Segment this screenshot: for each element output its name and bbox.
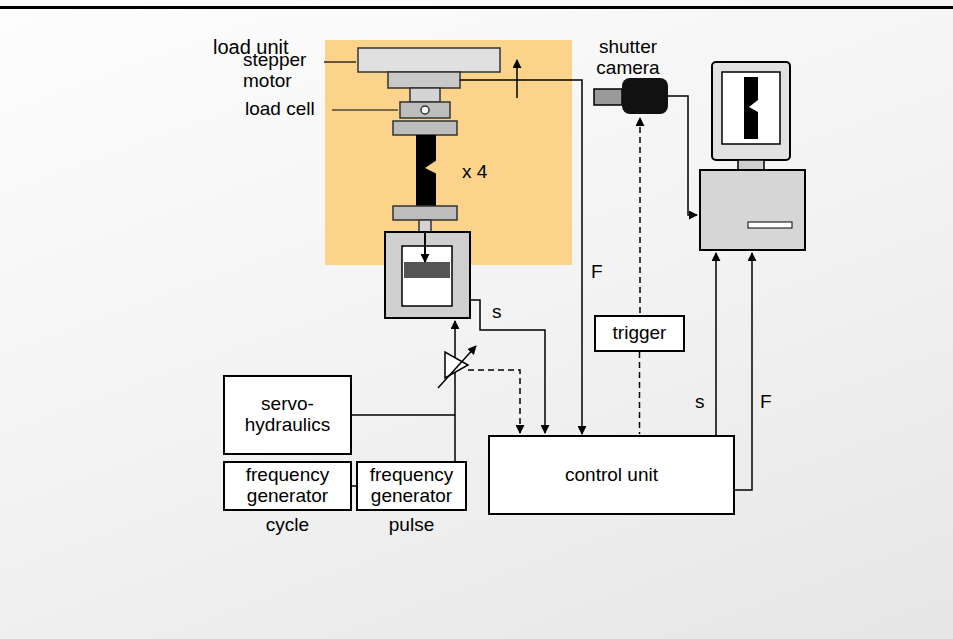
s-output (715, 253, 717, 435)
load-cell (393, 121, 457, 135)
shutter-camera (594, 89, 622, 105)
servo-valve-symbol (438, 346, 476, 388)
part-name: load cell (245, 99, 335, 120)
stepper-motor (388, 72, 460, 88)
control-box: control unit (488, 435, 735, 515)
hydraulic-cylinder (404, 262, 450, 278)
computer (744, 77, 758, 139)
part-name: stepper motor (243, 50, 323, 92)
motion-arrow (516, 60, 518, 98)
lower-grip (393, 206, 457, 220)
computer (700, 170, 805, 250)
valve-signal (468, 370, 520, 433)
servo-valve-symbol (445, 352, 468, 378)
specimen (416, 135, 436, 206)
servo-valve-symbol (438, 346, 476, 388)
box-label: trigger (613, 323, 667, 344)
hydraulic-cylinder (385, 232, 470, 318)
load-unit-panel: load unit (325, 40, 572, 265)
generator-box: frequency generatorcycle (223, 461, 352, 511)
signal-connector (572, 80, 582, 434)
servo-wire (347, 414, 455, 416)
pulse-wire (454, 321, 456, 462)
force-wire (460, 79, 572, 81)
top-rule (0, 6, 953, 9)
quantity-note: x 4 (462, 162, 502, 183)
f-output (735, 253, 752, 490)
load-cell (421, 106, 429, 114)
computer (722, 72, 780, 144)
stepper-motor (358, 48, 500, 72)
box-caption: cycle (205, 515, 370, 536)
hydraulic-cylinder (424, 232, 426, 262)
computer (749, 100, 758, 112)
part-name: shutter camera (588, 37, 668, 79)
box-label: frequency generator (225, 465, 350, 507)
computer (700, 62, 805, 250)
signal-name: F (591, 262, 603, 283)
leader-line (332, 109, 398, 110)
specimen (425, 160, 437, 174)
leader-line (324, 61, 356, 62)
box-label: control unit (565, 465, 658, 486)
box-label: frequency generator (358, 465, 465, 507)
box-label: servo- hydraulics (225, 394, 350, 436)
camera-signal (668, 96, 697, 215)
stepper-motor (410, 88, 440, 102)
stepper-motor (358, 48, 500, 102)
shutter-camera (622, 78, 668, 114)
load-cell (393, 102, 457, 135)
computer (748, 222, 792, 228)
specimen (416, 135, 437, 206)
signal-connector (639, 352, 641, 434)
signal-name: s (492, 302, 512, 323)
lower-grip (393, 206, 457, 234)
load-cell (400, 102, 450, 118)
hydraulic-cylinder (402, 246, 452, 306)
s-wire (470, 300, 545, 433)
computer (712, 62, 790, 160)
process-box: servo- hydraulics (223, 375, 352, 455)
shutter-camera (594, 78, 668, 114)
box-caption: pulse (338, 515, 485, 536)
computer (738, 160, 764, 170)
hydraulic-cylinder (385, 232, 470, 318)
generator-box: frequency generatorpulse (356, 461, 467, 511)
signal-name: F (760, 392, 780, 413)
process-box: trigger (594, 315, 685, 352)
signal-name: s (695, 392, 715, 413)
trigger-signal (639, 118, 641, 313)
